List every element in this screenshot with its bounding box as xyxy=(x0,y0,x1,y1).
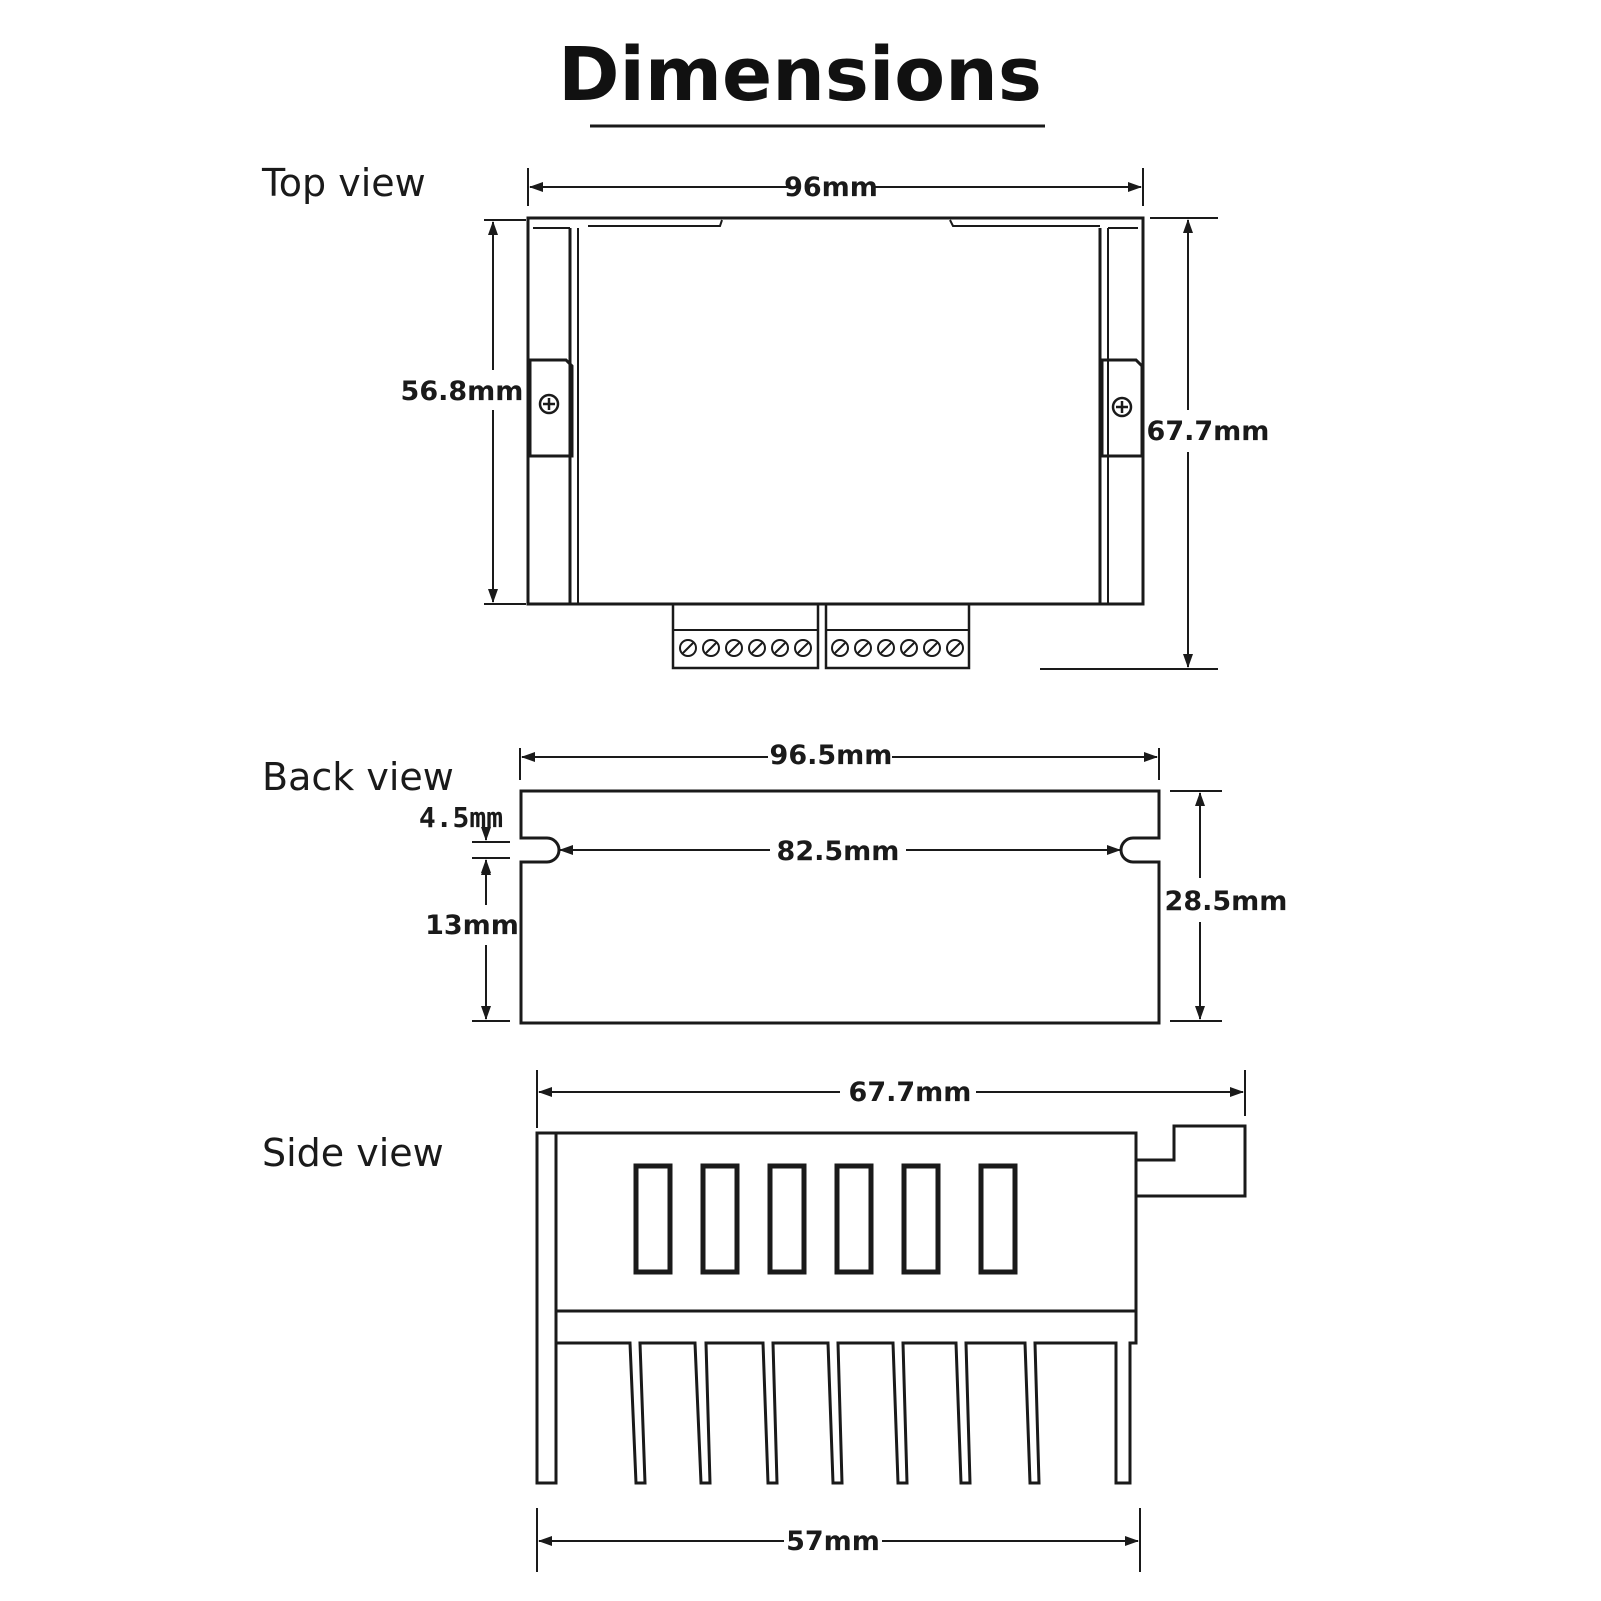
terminal-block-right xyxy=(824,602,971,670)
top-overall-height-dimension xyxy=(1040,217,1218,670)
side-connector xyxy=(1136,1124,1247,1198)
back-slot-height-label: 13mm xyxy=(425,910,519,941)
back-view-body xyxy=(519,789,1161,1025)
left-mounting-tab xyxy=(528,358,574,458)
back-slot-offset-dimension xyxy=(472,827,510,873)
back-slot-offset-label: 4.5mm xyxy=(419,801,503,834)
right-mounting-tab xyxy=(1100,358,1144,458)
heatsink-fins xyxy=(554,1311,1138,1485)
vent-slots xyxy=(633,1163,1018,1275)
side-overall-length-label: 67.7mm xyxy=(849,1077,972,1108)
back-view: Back view 96.5mm 82.5mm 4.5mm xyxy=(262,740,1288,1025)
back-width-dimension xyxy=(519,748,1160,780)
side-view-housing xyxy=(535,1131,1138,1485)
top-overall-height-label: 67.7mm xyxy=(1147,416,1270,447)
back-hole-spacing-label: 82.5mm xyxy=(777,836,900,867)
screw-icon xyxy=(538,393,560,415)
back-height-dimension xyxy=(1170,790,1222,1022)
terminal-block-left xyxy=(671,602,820,670)
back-width-label: 96.5mm xyxy=(770,740,893,771)
back-slot-height-dimension xyxy=(472,861,510,1022)
page-title: Dimensions xyxy=(558,32,1042,118)
top-width-label: 96mm xyxy=(784,172,878,203)
side-overall-length-dimension xyxy=(536,1070,1246,1128)
top-width-dimension xyxy=(527,168,1144,206)
top-view: Top view 96mm xyxy=(261,161,1270,670)
top-inner-height-dimension xyxy=(484,219,526,605)
side-view: Side view 67.7mm xyxy=(262,1070,1247,1572)
side-heatsink-length-label: 57mm xyxy=(786,1526,880,1557)
back-height-label: 28.5mm xyxy=(1165,886,1288,917)
side-heatsink-length-dimension xyxy=(536,1508,1141,1572)
top-inner-height-label: 56.8mm xyxy=(401,376,524,407)
screw-icon xyxy=(1111,396,1133,418)
side-view-label: Side view xyxy=(262,1131,444,1175)
back-view-label: Back view xyxy=(262,755,454,799)
top-view-label: Top view xyxy=(261,161,426,205)
top-view-housing xyxy=(526,216,1145,606)
